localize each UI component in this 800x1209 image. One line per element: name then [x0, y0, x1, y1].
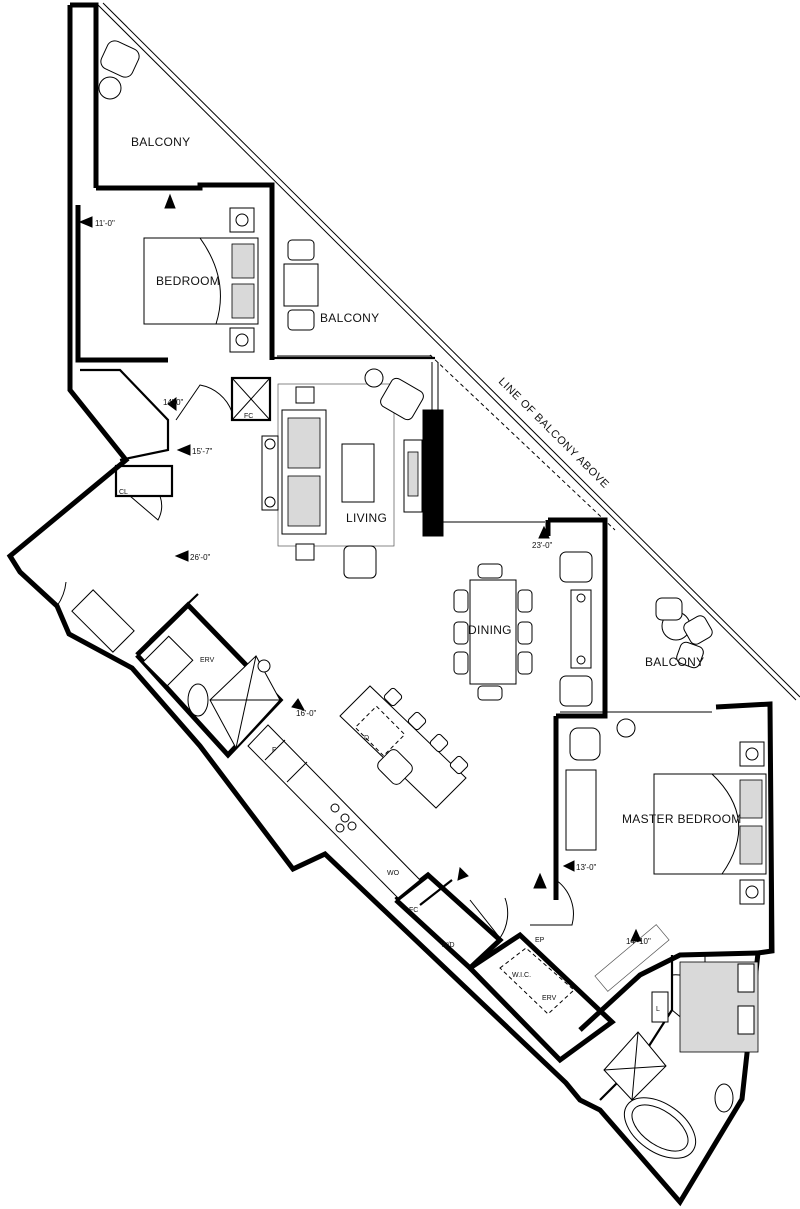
dim-kitchen: 16'-0" — [296, 709, 317, 718]
master-bed — [565, 718, 767, 905]
dim-dining-width: 23'-0" — [532, 541, 553, 550]
label-erv-bath: ERV — [200, 657, 215, 664]
label-erv-closet: ERV — [542, 995, 557, 1002]
bedroom-bed — [143, 207, 259, 353]
label-dining: DINING — [468, 623, 512, 637]
dim-bedroom-width: 11'-0" — [95, 219, 115, 228]
label-balcony-right: BALCONY — [645, 655, 704, 669]
label-island-d: D — [364, 735, 369, 742]
dimension-arrows — [78, 193, 642, 942]
dim-master-depth: 14'-10" — [626, 937, 651, 946]
dim-entry: 15'-7" — [192, 447, 213, 456]
label-balcony-top: BALCONY — [131, 135, 190, 149]
dining-set — [453, 551, 593, 707]
label-living: LIVING — [346, 511, 387, 525]
label-coat: CL — [119, 489, 128, 496]
label-master-bedroom: MASTER BEDROOM — [622, 812, 742, 826]
master-bath — [603, 961, 759, 1159]
label-bedroom: BEDROOM — [156, 274, 220, 288]
bath-fixtures — [142, 635, 281, 749]
label-wall-oven: WO — [387, 870, 400, 877]
label-fridge: F — [272, 747, 276, 754]
balcony-railing — [97, 2, 800, 701]
kitchen — [71, 589, 421, 899]
living-set — [261, 368, 424, 579]
label-walk-in-closet: W.I.C. — [512, 972, 531, 979]
balcony-right-chairs — [655, 597, 713, 669]
dim-master-width: 13'-0" — [576, 863, 597, 872]
balcony-table — [283, 239, 319, 331]
kitchen-island — [339, 685, 469, 809]
label-balcony-mid: BALCONY — [320, 311, 379, 325]
furniture — [71, 40, 767, 1159]
label-washer-dryer: W/D — [441, 942, 455, 949]
label-electrical-panel: EP — [535, 937, 545, 944]
balcony-chair — [98, 40, 140, 100]
label-fc-hall: FC — [409, 907, 418, 914]
dim-living-length: 26'-0" — [190, 553, 211, 562]
label-linen: L — [656, 1006, 660, 1013]
label-fc-bedroom: FC — [244, 413, 253, 420]
dim-bedroom-depth: 14'-0" — [163, 398, 184, 407]
